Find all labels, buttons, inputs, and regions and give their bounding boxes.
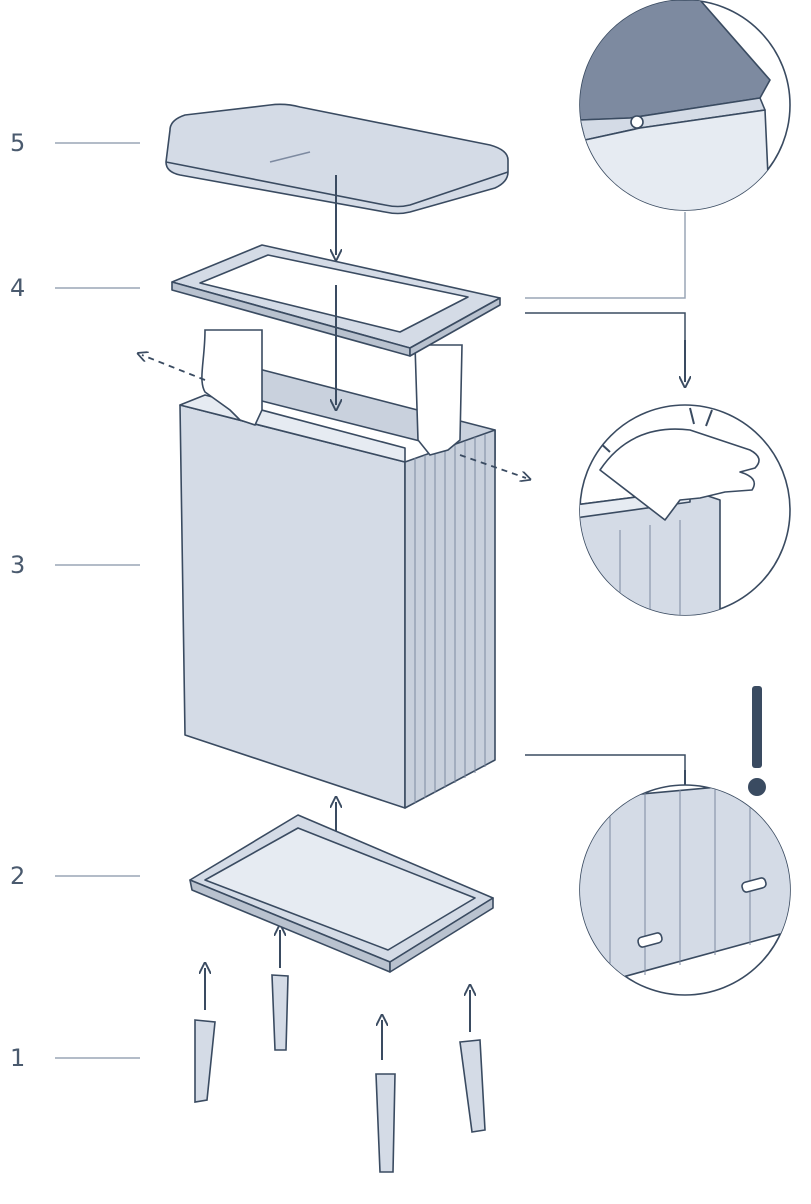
detail-circle-lid-hinge	[579, 0, 791, 211]
detail-circle-press-frame	[579, 404, 791, 616]
leg-1	[194, 1019, 216, 1103]
lid-part	[165, 103, 509, 215]
part-label-5: 5	[10, 129, 26, 157]
hands-illustration	[201, 329, 463, 456]
body-part	[179, 367, 496, 809]
part-label-2: 2	[10, 862, 26, 890]
legs-part	[194, 974, 486, 1173]
leg-4	[459, 1039, 486, 1133]
leg-2	[271, 974, 289, 1051]
part-label-1: 1	[10, 1044, 26, 1072]
detail-circle-leg-slots	[579, 784, 791, 996]
dashed-arrows	[142, 355, 526, 478]
warning-exclamation-icon	[748, 686, 766, 796]
base-tray-part	[189, 814, 494, 973]
part-label-4: 4	[10, 274, 26, 302]
part-label-3: 3	[10, 551, 26, 579]
label-leader-lines	[55, 142, 140, 1059]
leg-3	[375, 1073, 396, 1173]
